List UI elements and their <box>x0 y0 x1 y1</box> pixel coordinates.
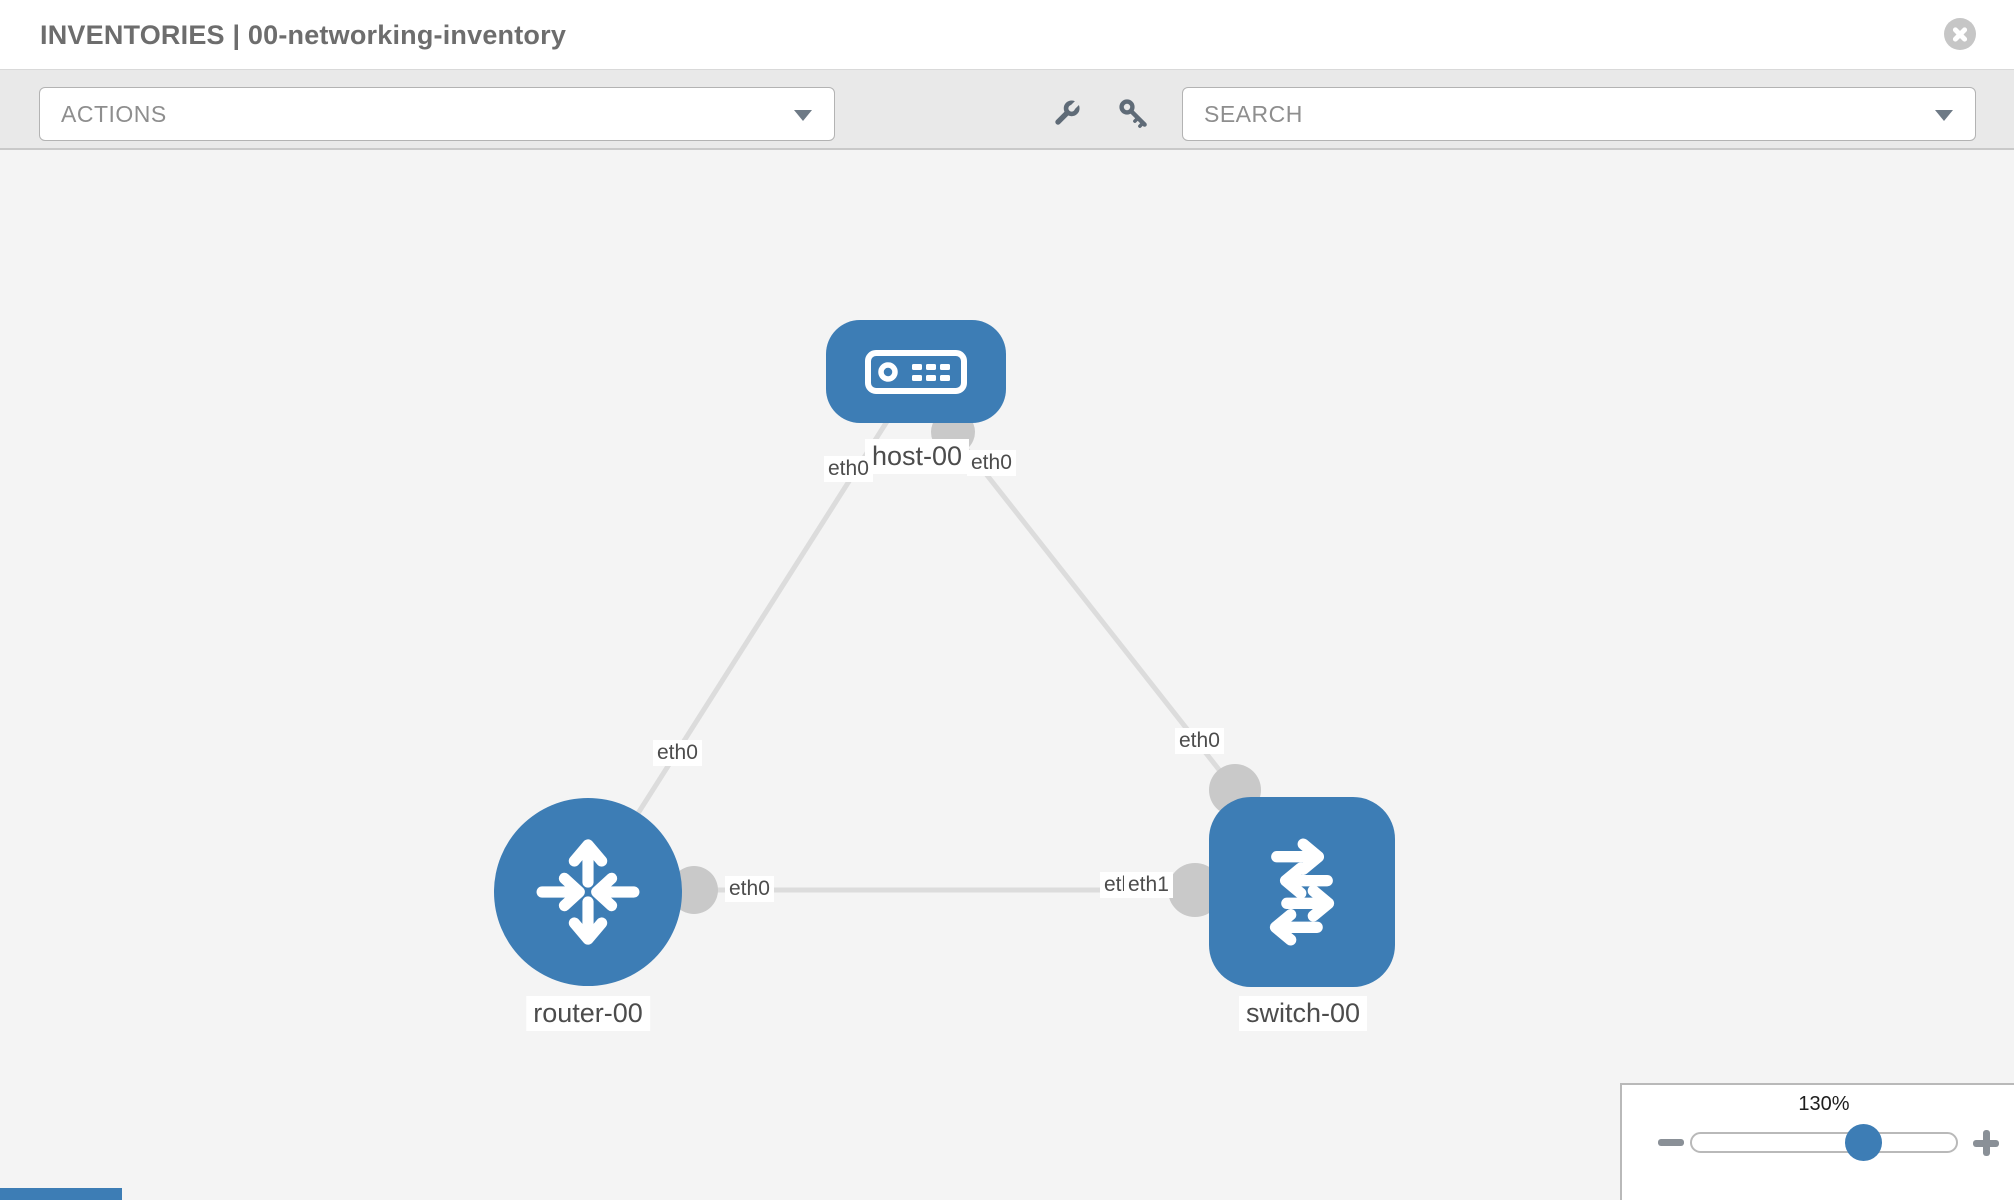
interface-label-switch-left: eth1 <box>1124 872 1173 898</box>
links-layer <box>585 410 1237 894</box>
switch-icon <box>1269 838 1335 946</box>
zoom-control-panel: 130% <box>1620 1083 2014 1200</box>
interface-label-router-right: eth0 <box>725 876 774 902</box>
search-dropdown-label: SEARCH <box>1204 101 1303 127</box>
node-label-host: host-00 <box>864 439 970 474</box>
interface-label-host-right: eth0 <box>967 450 1016 476</box>
chevron-down-icon <box>794 110 812 121</box>
zoom-in-plus-icon[interactable] <box>1972 1129 2000 1157</box>
zoom-slider-knob[interactable] <box>1845 1124 1882 1161</box>
zoom-value: 130% <box>1798 1093 1850 1115</box>
router-icon <box>536 839 640 945</box>
actions-dropdown[interactable]: ACTIONS <box>39 87 835 141</box>
interface-label-switch-top: eth0 <box>1175 728 1224 754</box>
node-router[interactable] <box>494 798 682 986</box>
node-label-router: router-00 <box>526 996 650 1031</box>
chevron-down-icon <box>1935 110 1953 121</box>
topology-canvas[interactable]: host-00 router-00 switch-00 eth0 eth0 et… <box>0 150 2014 1200</box>
page-title: INVENTORIES | 00-networking-inventory <box>40 20 567 50</box>
clipped-blue-element <box>0 1188 122 1200</box>
toolbar: ACTIONS SEARCH <box>0 70 2014 150</box>
host-device-icon <box>865 349 967 394</box>
node-label-switch: switch-00 <box>1238 996 1368 1031</box>
plus-icon-bar <box>1982 1130 1990 1156</box>
zoom-slider-track[interactable] <box>1690 1132 1958 1153</box>
actions-dropdown-label: ACTIONS <box>61 101 167 127</box>
search-dropdown[interactable]: SEARCH <box>1182 87 1976 141</box>
node-switch[interactable] <box>1209 797 1395 987</box>
header: INVENTORIES | 00-networking-inventory <box>0 0 2014 70</box>
interface-label-router-top: eth0 <box>653 740 702 766</box>
node-host[interactable] <box>826 320 1006 423</box>
close-button[interactable] <box>1944 18 1976 50</box>
key-icon[interactable] <box>1116 96 1152 132</box>
zoom-out-minus-icon[interactable] <box>1658 1139 1684 1146</box>
wrench-icon[interactable] <box>1048 96 1084 132</box>
interface-label-host-left: eth0 <box>824 456 873 482</box>
